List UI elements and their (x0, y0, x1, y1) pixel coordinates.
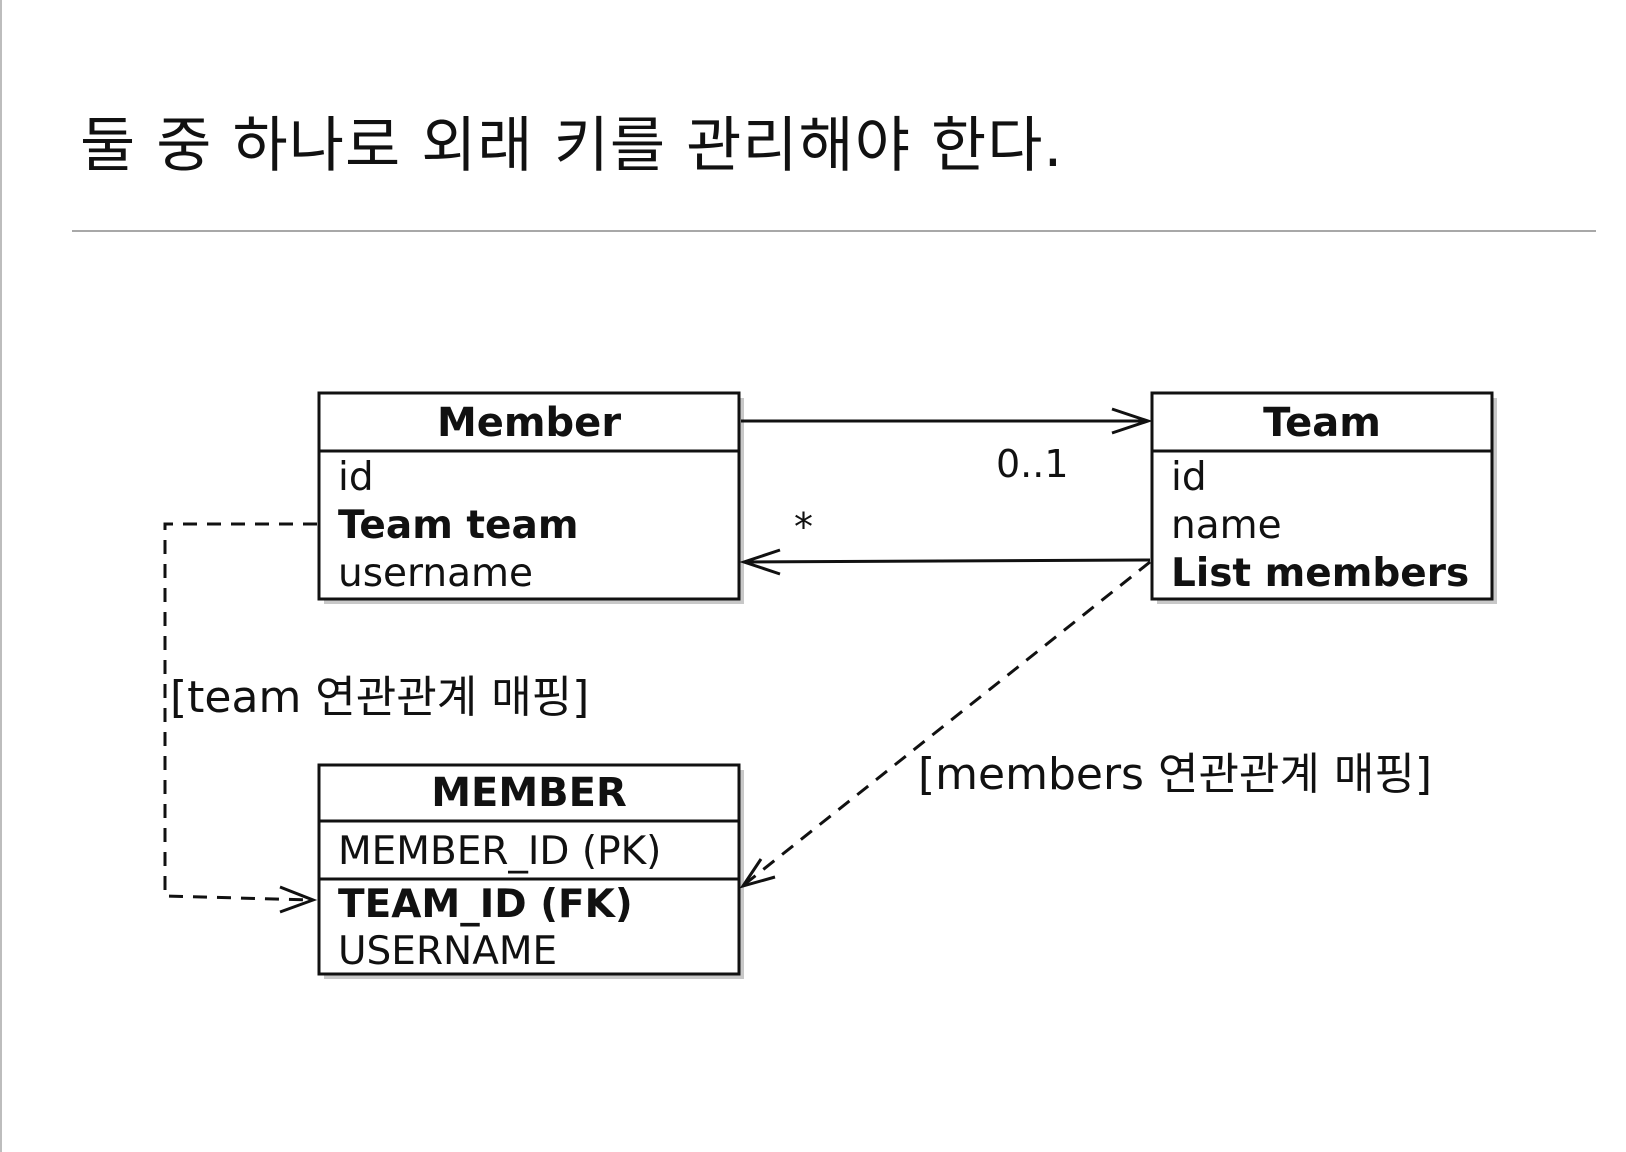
team-mapping-dashed-line (163, 522, 317, 902)
members-mapping-label: [members 연관관계 매핑] (918, 749, 1432, 800)
member-table-fk-field: TEAM_ID (FK) (338, 882, 633, 927)
member-table-pk-field: MEMBER_ID (PK) (338, 829, 661, 874)
member-field-username: username (338, 551, 533, 596)
member-table-username-field: USERNAME (338, 929, 557, 974)
member-class-title: Member (437, 400, 621, 446)
members-mapping-connector (739, 560, 1151, 889)
team-class-frame (1150, 391, 1494, 601)
left-edge-line (0, 0, 2, 1152)
team-mapping-label: [team 연관관계 매핑] (170, 672, 589, 723)
title-divider (72, 230, 1596, 232)
team-to-member-arrow (739, 548, 1151, 576)
member-table-title: MEMBER (431, 770, 627, 816)
member-class-frame (317, 391, 741, 601)
team-to-member-line (743, 558, 1151, 564)
member-table-frame (317, 763, 741, 976)
team-mapping-connector (163, 522, 318, 914)
member-to-team-arrowhead (1111, 407, 1153, 435)
team-mapping-arrowhead (279, 885, 318, 914)
team-field-id: id (1171, 455, 1207, 500)
member-class-box: Member id Team team username (317, 391, 744, 604)
slide-title: 둘 중 하나로 외래 키를 관리해야 한다. (80, 111, 1064, 181)
member-to-team-arrow (741, 407, 1153, 435)
team-class-title: Team (1263, 400, 1381, 446)
member-to-team-multiplicity: 0..1 (996, 442, 1069, 486)
team-field-members: List members (1171, 551, 1469, 596)
member-field-id: id (338, 455, 374, 500)
members-mapping-dashed-line (744, 560, 1151, 886)
team-field-name: name (1171, 503, 1282, 548)
team-class-box: Team id name List members (1150, 391, 1497, 604)
members-mapping-arrowhead (739, 858, 776, 889)
team-to-member-arrowhead (739, 548, 781, 576)
member-field-team: Team team (338, 503, 578, 548)
member-table-box: MEMBER MEMBER_ID (PK) TEAM_ID (FK) USERN… (317, 763, 744, 979)
team-to-member-multiplicity: * (794, 505, 813, 549)
